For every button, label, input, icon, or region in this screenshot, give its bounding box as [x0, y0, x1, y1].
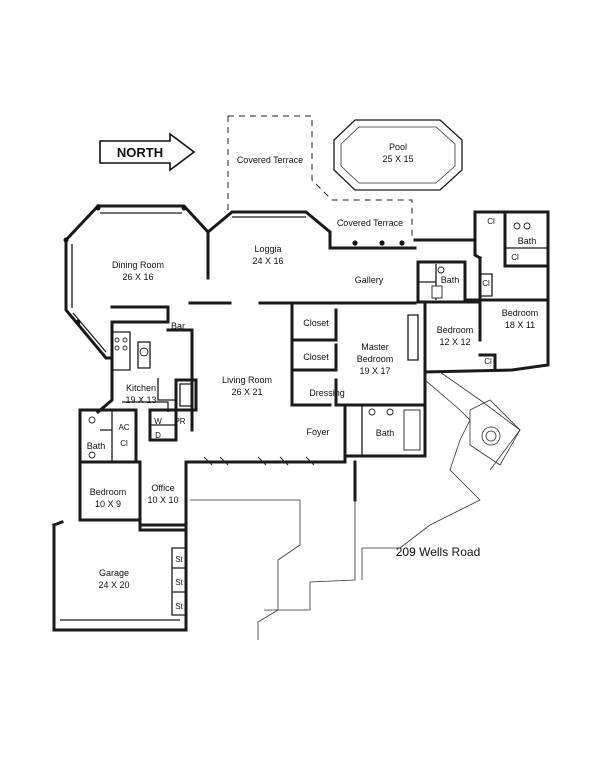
closet-mid-label: Cl [482, 279, 490, 288]
address-label: 209 Wells Road [396, 545, 481, 559]
master-bedroom-dims: 19 X 17 [359, 366, 390, 376]
pool [333, 119, 463, 191]
master-bedroom-name-2: Bedroom [357, 354, 394, 364]
north-arrow [99, 132, 196, 172]
closet-1-name: Closet [303, 318, 329, 328]
bedroom-18-dims: 18 X 11 [505, 320, 535, 330]
pool-name: Pool [389, 142, 407, 152]
closet-west-label: Cl [120, 439, 128, 448]
loggia-dims: 24 X 16 [252, 256, 283, 266]
living-room-dims: 26 X 21 [231, 387, 262, 397]
north-label: NORTH [117, 145, 163, 160]
dressing-name: Dressing [309, 388, 345, 398]
kitchen-name: Kitchen [126, 383, 156, 393]
garage-name: Garage [99, 568, 129, 578]
kitchen-walls [95, 320, 176, 415]
gallery-name: Gallery [355, 275, 384, 285]
garage-dims: 24 X 20 [98, 580, 129, 590]
bedroom-10-dims: 10 X 9 [95, 499, 121, 509]
paving-lines [190, 371, 521, 640]
closet-2-name: Closet [303, 352, 329, 362]
master-bath-name: Bath [376, 428, 395, 438]
loggia-walls [205, 210, 417, 250]
garden-ornament [481, 426, 501, 446]
west-wing-walls [78, 408, 188, 532]
master-bedroom-name-1: Master [361, 342, 389, 352]
east-wing-walls [413, 210, 550, 374]
loggia-name: Loggia [254, 244, 281, 254]
covered-terrace-outline [227, 115, 413, 240]
bedroom-10-name: Bedroom [90, 487, 127, 497]
dining-room-walls [63, 203, 210, 360]
terrace-columns [352, 240, 405, 246]
closet-ne-2-label: Cl [511, 253, 519, 262]
living-room-walls [110, 301, 357, 502]
bedroom-12-dims: 12 X 12 [439, 337, 470, 347]
dryer-label: D [155, 431, 161, 440]
covered-terrace-top-label: Covered Terrace [237, 155, 303, 165]
window-marks [203, 456, 315, 466]
office-dims: 10 X 10 [147, 495, 178, 505]
closet-ne-1-label: Cl [487, 217, 495, 226]
pool-dims: 25 X 15 [382, 154, 413, 164]
kitchen-dims: 19 X 13 [125, 395, 156, 405]
closet-bed12-label: Cl [484, 357, 492, 366]
garage-walls [52, 520, 188, 632]
storage-2-label: St [175, 578, 183, 587]
bedroom-12-name: Bedroom [437, 325, 474, 335]
ac-label: AC [118, 423, 129, 432]
foyer-name: Foyer [306, 427, 329, 437]
master-suite-walls [258, 301, 427, 458]
dining-room-dims: 26 X 16 [122, 272, 153, 282]
bedroom-18-name: Bedroom [502, 308, 539, 318]
storage-3-label: St [175, 602, 183, 611]
powder-room-label: PR [174, 417, 185, 426]
storage-1-label: St [175, 555, 183, 564]
office-name: Office [151, 483, 174, 493]
bath-west-name: Bath [87, 441, 106, 451]
dining-room-name: Dining Room [112, 260, 164, 270]
washer-label: W [154, 417, 162, 426]
covered-terrace-side-label: Covered Terrace [337, 218, 403, 228]
living-room-name: Living Room [222, 375, 272, 385]
bath-fixtures [368, 222, 531, 451]
bath-mid-name: Bath [441, 275, 460, 285]
bar-name: Bar [171, 321, 185, 331]
bath-ne-name: Bath [518, 236, 537, 246]
